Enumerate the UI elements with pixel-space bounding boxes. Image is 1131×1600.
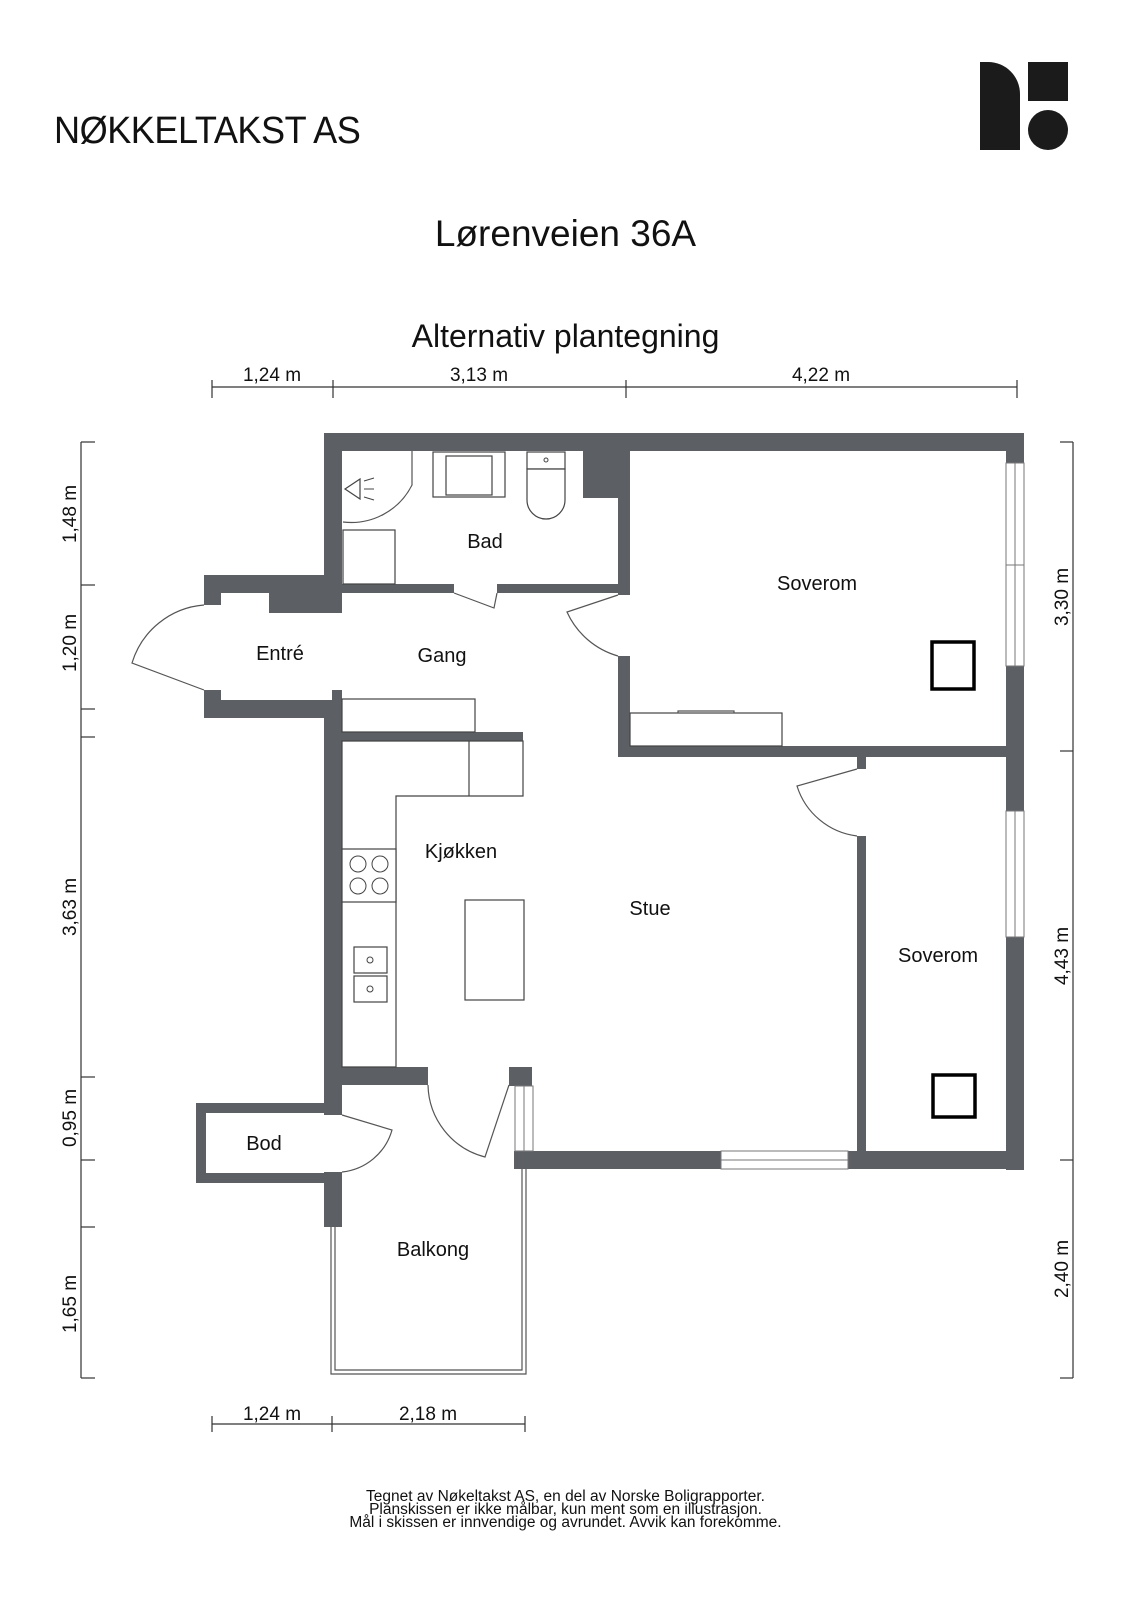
kitchen-island (464, 899, 525, 1001)
hall-cabinet (341, 698, 476, 733)
nokkeltakst-logo-icon (980, 62, 1068, 150)
toilet-bowl (526, 468, 566, 520)
sink-2 (353, 975, 388, 1003)
room-label-kjokken: Kjøkken (425, 841, 497, 863)
dim-right-3: 2,40 m (1052, 1240, 1073, 1298)
room-label-stue: Stue (629, 898, 670, 920)
dimension-bottom: 1,24 m 2,18 m (211, 1404, 526, 1432)
plan-subtitle: Alternativ plantegning (411, 318, 720, 354)
kitchen-fixtures (341, 698, 525, 1068)
bedroom-fixtures (629, 640, 977, 1119)
disclaimer-line-3: Mål i skissen er innvendige og avrundet.… (349, 1514, 782, 1531)
bathroom-fixtures (342, 451, 566, 585)
dim-left-3: 3,63 m (60, 878, 81, 936)
dim-right-2: 4,43 m (1052, 927, 1073, 985)
room-label-soverom-1: Soverom (777, 573, 857, 595)
dim-right-1: 3,30 m (1052, 568, 1073, 626)
dimension-top: 1,24 m 3,13 m 4,22 m (211, 365, 1018, 398)
cooktop (341, 848, 397, 903)
disclaimer: Tegnet av Nøkeltakst AS, en del av Norsk… (0, 1488, 1131, 1531)
disclaimer-line-1: Tegnet av Nøkeltakst AS, en del av Norsk… (366, 1488, 765, 1505)
room-label-bad: Bad (467, 531, 503, 553)
room-label-gang: Gang (418, 645, 467, 667)
dim-bottom-2: 2,18 m (399, 1404, 457, 1425)
dim-bottom-1: 1,24 m (243, 1404, 301, 1425)
dimension-right: 3,30 m 4,43 m 2,40 m (1052, 441, 1074, 1379)
room-label-entre: Entré (256, 643, 304, 665)
room-labels: Bad Entré Gang Soverom Kjøkken Stue Sove… (246, 531, 978, 1261)
dim-top-2: 3,13 m (450, 365, 508, 386)
sink-1 (353, 946, 388, 974)
dimension-left: 1,48 m 1,20 m 3,63 m 0,95 m 1,65 m (60, 441, 95, 1379)
walls (196, 433, 1024, 1227)
dim-top-1: 1,24 m (243, 365, 301, 386)
disclaimer-line-2: Planskissen er ikke målbar, kun ment som… (369, 1501, 762, 1518)
wardrobe (629, 712, 783, 747)
toilet-tank (526, 451, 566, 470)
company-name: NØKKELTAKST AS (54, 110, 361, 152)
property-address: Lørenveien 36A (434, 213, 697, 254)
room-label-bod: Bod (246, 1133, 282, 1155)
dim-left-2: 1,20 m (60, 614, 81, 672)
dim-left-4: 0,95 m (60, 1089, 81, 1147)
windows (514, 462, 1025, 1170)
dim-top-3: 4,22 m (792, 365, 850, 386)
dim-left-5: 1,65 m (60, 1275, 81, 1333)
balcony-railing (330, 1169, 527, 1375)
room-label-soverom-2: Soverom (898, 945, 978, 967)
dim-left-1: 1,48 m (60, 485, 81, 543)
chimney-1 (930, 640, 976, 691)
chimney-2 (931, 1073, 977, 1119)
room-label-balkong: Balkong (397, 1239, 469, 1261)
doors (131, 592, 858, 1173)
washing-machine (342, 529, 396, 585)
